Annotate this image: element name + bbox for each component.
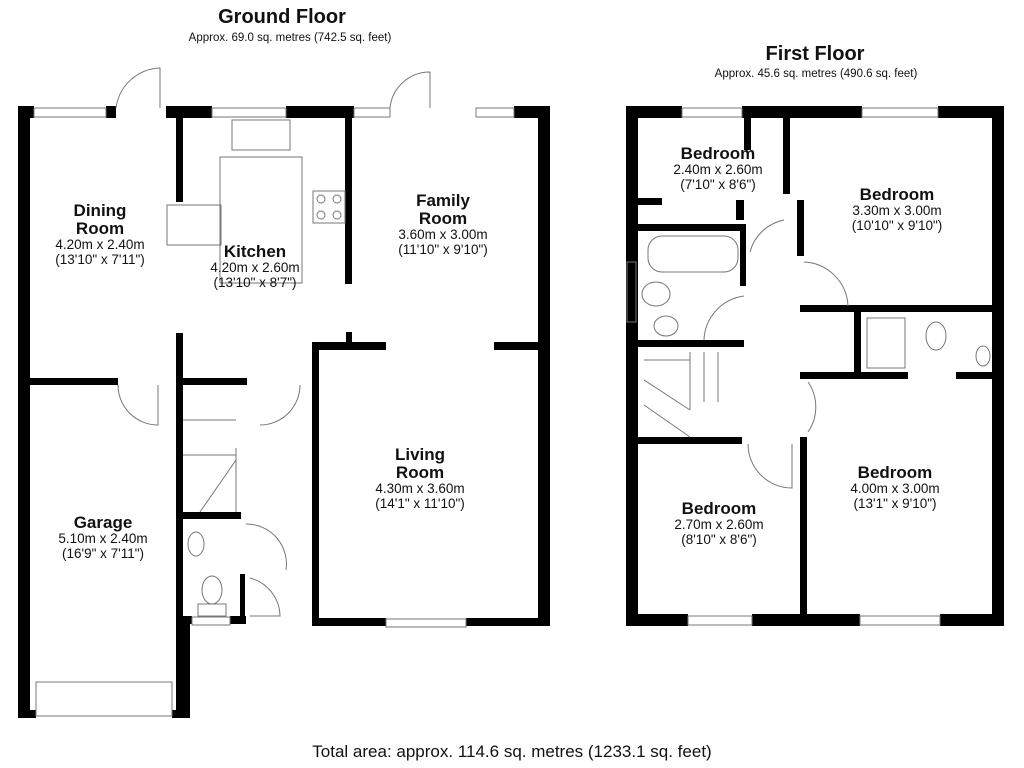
first-floor-area: Approx. 45.6 sq. metres (490.6 sq. feet) — [714, 68, 918, 80]
room-label-bedroom-rear-left: Bedroom 2.70m x 2.60m (8'10" x 8'6") — [674, 499, 764, 547]
first-floor-title: First Floor — [765, 43, 865, 65]
first-floor-walls — [626, 106, 1004, 626]
room-label-kitchen: Kitchen 4.20m x 2.60m (13'10" x 8'7") — [210, 242, 300, 290]
room-label-dining-room: Dining Room 4.20m x 2.40m (13'10" x 7'11… — [55, 201, 145, 267]
room-label-bedroom-rear-right: Bedroom 4.00m x 3.00m (13'1" x 9'10") — [850, 463, 940, 511]
ground-floor-area: Approx. 69.0 sq. metres (742.5 sq. feet) — [188, 32, 392, 44]
ground-floor-walls — [18, 106, 550, 718]
total-area: Total area: approx. 114.6 sq. metres (12… — [312, 742, 712, 761]
room-label-family-room: Family Room 3.60m x 3.00m (11'10" x 9'10… — [398, 191, 488, 257]
first-floor-fixtures — [626, 107, 991, 626]
ground-floor-title: Ground Floor — [218, 6, 346, 28]
room-label-garage: Garage 5.10m x 2.40m (16'9" x 7'11") — [58, 513, 148, 561]
room-label-living-room: Living Room 4.30m x 3.60m (14'1" x 11'10… — [375, 445, 465, 511]
room-label-bedroom-front-right: Bedroom 3.30m x 3.00m (10'10" x 9'10") — [851, 185, 943, 233]
ground-floor-fixtures — [33, 67, 515, 717]
room-label-bedroom-small: Bedroom 2.40m x 2.60m (7'10" x 8'6") — [673, 144, 763, 192]
